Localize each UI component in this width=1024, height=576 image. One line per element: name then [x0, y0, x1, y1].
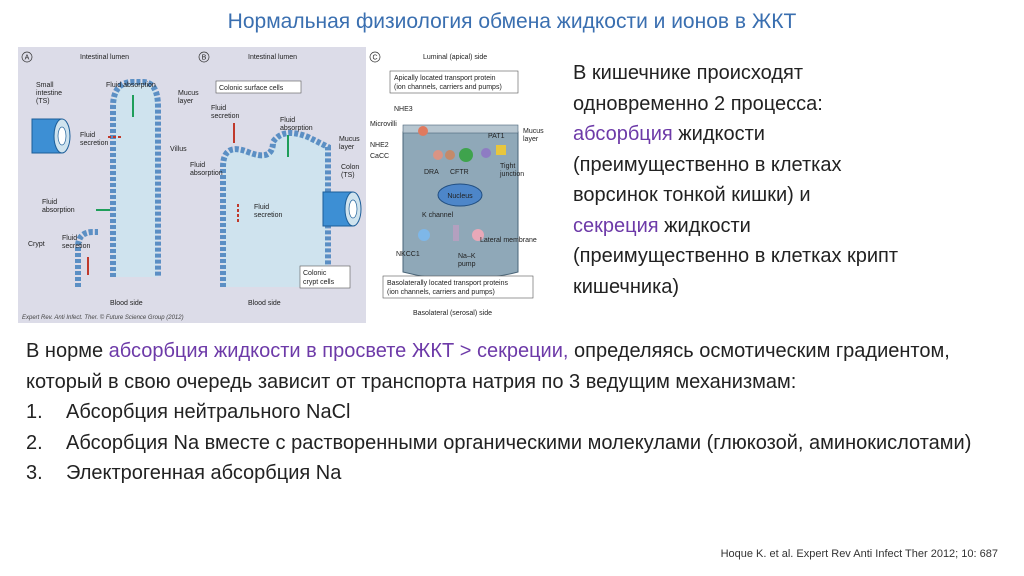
- panel-b-blood-side: Blood side: [248, 300, 281, 307]
- panel-b-letter: B: [202, 55, 207, 62]
- list-item-number: 3.: [26, 462, 43, 484]
- panel-b: B Intestinal lumen Colonic surface cells…: [190, 51, 362, 307]
- panel-b-colon-1: Colon: [341, 164, 359, 171]
- list-item-text: Электрогенная абсорбция Na: [66, 462, 342, 484]
- panel-c-dra: DRA: [424, 169, 439, 176]
- panel-b-crypt-fluid-2: secretion: [254, 212, 283, 219]
- panel-b-crypt-fluid-1: Fluid: [254, 204, 269, 211]
- side-line-5: ворсинок тонкой кишки) и: [573, 184, 811, 206]
- list-item-text: Абсорбция Na вместе с растворенными орга…: [66, 431, 972, 454]
- panel-c-microvilli: Microvilli: [370, 121, 397, 128]
- intro-rest: определяясь осмотическим градиентом, кот…: [26, 340, 950, 393]
- intro-paragraph: В норме абсорбция жидкости в просвете ЖК…: [26, 336, 1006, 397]
- panel-b-fluid-absorption-1: Fluid: [280, 117, 295, 124]
- panel-a-mucus-1: Mucus: [178, 90, 199, 97]
- panel-c-nhe3: NHE3: [394, 106, 413, 113]
- panel-c-nak-1: Na–K: [458, 253, 476, 260]
- panel-b-colonic-surface: Colonic surface cells: [219, 85, 284, 92]
- panel-a-crypt-fluid-1: Fluid: [62, 235, 77, 242]
- panel-b-colonic-crypt-2: crypt cells: [303, 279, 335, 286]
- panel-c: C Luminal (apical) side Apically located…: [366, 47, 554, 323]
- panel-c-baso-2: (ion channels, carriers and pumps): [387, 289, 495, 296]
- panel-a-small-1: Small: [36, 82, 54, 89]
- panel-c-tight-2: junction: [499, 171, 524, 178]
- panel-c-apical-2: (ion channels, carriers and pumps): [394, 84, 502, 91]
- intro-highlight: абсорбция жидкости в просвете ЖКТ > секр…: [108, 340, 569, 362]
- panel-c-nak-2: pump: [458, 261, 476, 268]
- absorption-word: абсорбция: [573, 123, 673, 145]
- side-line-6-rest: жидкости: [658, 214, 751, 237]
- panel-b-fluid-absorption-left-1: Fluid: [190, 162, 205, 169]
- panel-b-fluid-absorption-left-2: absorption: [190, 170, 223, 177]
- panel-a-fluid-absorption-left-1: Fluid: [42, 199, 57, 206]
- panel-c-lateral: Lateral membrane: [480, 237, 537, 244]
- panel-b-colonic-crypt-1: Colonic: [303, 270, 327, 277]
- side-line-4: (преимущественно в клетках: [573, 153, 842, 176]
- panel-c-nucleus: Nucleus: [447, 193, 473, 200]
- panel-b-lumen: Intestinal lumen: [248, 54, 297, 61]
- mechanism-list: 1. Абсорбция нейтрального NaCl 2. Абсорбци…: [26, 397, 1006, 489]
- side-line-1: В кишечнике происходят: [573, 62, 803, 84]
- panel-c-pat1: PAT1: [488, 133, 505, 140]
- figure-illustration: A Intestinal lumen Small intestine (TS) …: [21, 47, 554, 323]
- panel-b-mucus-1: Mucus: [339, 136, 360, 143]
- list-item-number: 1.: [26, 401, 43, 423]
- panel-c-nkcc1: NKCC1: [396, 251, 420, 258]
- panel-b-colon-2: (TS): [341, 172, 355, 179]
- side-line-7: (преимущественно в клетках крипт: [573, 245, 899, 267]
- reference: Hoque K. et al. Expert Rev Anti Infect T…: [720, 548, 998, 560]
- side-line-6: секреция жидкости: [573, 211, 993, 242]
- panel-a-small-3: (TS): [36, 98, 50, 105]
- intro-start: В норме: [26, 340, 109, 362]
- panel-b-fluid-secretion-1: Fluid: [211, 105, 226, 112]
- panel-a-fluid-secretion-2: secretion: [80, 140, 109, 147]
- panel-a-fluid-secretion-1: Fluid: [80, 132, 95, 139]
- panel-a-fluid-absorption-top: Fluid absorption: [106, 82, 156, 89]
- panel-c-nhe2: NHE2: [370, 142, 389, 149]
- panel-a-blood-side: Blood side: [110, 300, 143, 307]
- panel-c-mucus-2: layer: [523, 136, 539, 143]
- panel-a: A Intestinal lumen Small intestine (TS) …: [21, 51, 199, 307]
- panel-a-fluid-absorption-left-2: absorption: [42, 207, 75, 214]
- panel-c-cftr: CFTR: [450, 169, 469, 176]
- panel-a-letter: A: [25, 55, 30, 62]
- panel-b-fluid-absorption-2: absorption: [280, 125, 313, 132]
- list-item: 3. Электрогенная абсорбция Na: [26, 458, 1006, 489]
- side-line-3: абсорбция жидкости: [573, 119, 993, 150]
- slide-title: Нормальная физиология обмена жидкости и …: [227, 10, 797, 33]
- main-text: В норме абсорбция жидкости в просвете ЖК…: [26, 336, 1006, 489]
- panel-c-letter: C: [372, 55, 377, 62]
- panel-a-crypt-fluid-2: secretion: [62, 243, 91, 250]
- list-item: 1. Абсорбция нейтрального NaCl: [26, 397, 1006, 428]
- side-line-3-rest: жидкости: [672, 123, 765, 145]
- panel-c-baso-1: Basolaterally located transport proteins: [387, 280, 509, 287]
- panel-a-villus: Villus: [170, 146, 187, 153]
- panel-a-lumen: Intestinal lumen: [80, 54, 129, 61]
- panel-a-mucus-2: layer: [178, 98, 194, 105]
- panel-c-luminal: Luminal (apical) side: [423, 54, 487, 61]
- panel-b-mucus-2: layer: [339, 144, 355, 151]
- list-item-text: Абсорбция нейтрального NaCl: [66, 401, 351, 423]
- panel-c-baso-side: Basolateral (serosal) side: [413, 310, 492, 317]
- panel-a-crypt: Crypt: [28, 241, 45, 248]
- panel-b-fluid-secretion-2: secretion: [211, 113, 240, 120]
- physiology-figure: A Intestinal lumen Small intestine (TS) …: [18, 47, 554, 323]
- panel-c-apical-1: Apically located transport protein: [394, 75, 496, 82]
- panel-c-k-channel: K channel: [422, 212, 454, 219]
- figure-caption: Expert Rev. Anti Infect. Ther. © Future …: [22, 314, 184, 321]
- list-item: 2. Абсорбция Na вместе с растворенными ор…: [26, 428, 1006, 459]
- panel-c-cacc: CaCC: [370, 153, 389, 160]
- panel-c-tight-1: Tight: [500, 163, 515, 170]
- panel-a-small-2: intestine: [36, 90, 62, 97]
- secretion-word: секреция: [573, 214, 659, 237]
- side-line-2: одновременно 2 процесса:: [573, 92, 823, 115]
- side-line-8: кишечника): [573, 275, 680, 298]
- panel-c-mucus-1: Mucus: [523, 128, 544, 135]
- list-item-number: 2.: [26, 431, 43, 454]
- side-text: В кишечнике происходят одновременно 2 пр…: [573, 58, 993, 302]
